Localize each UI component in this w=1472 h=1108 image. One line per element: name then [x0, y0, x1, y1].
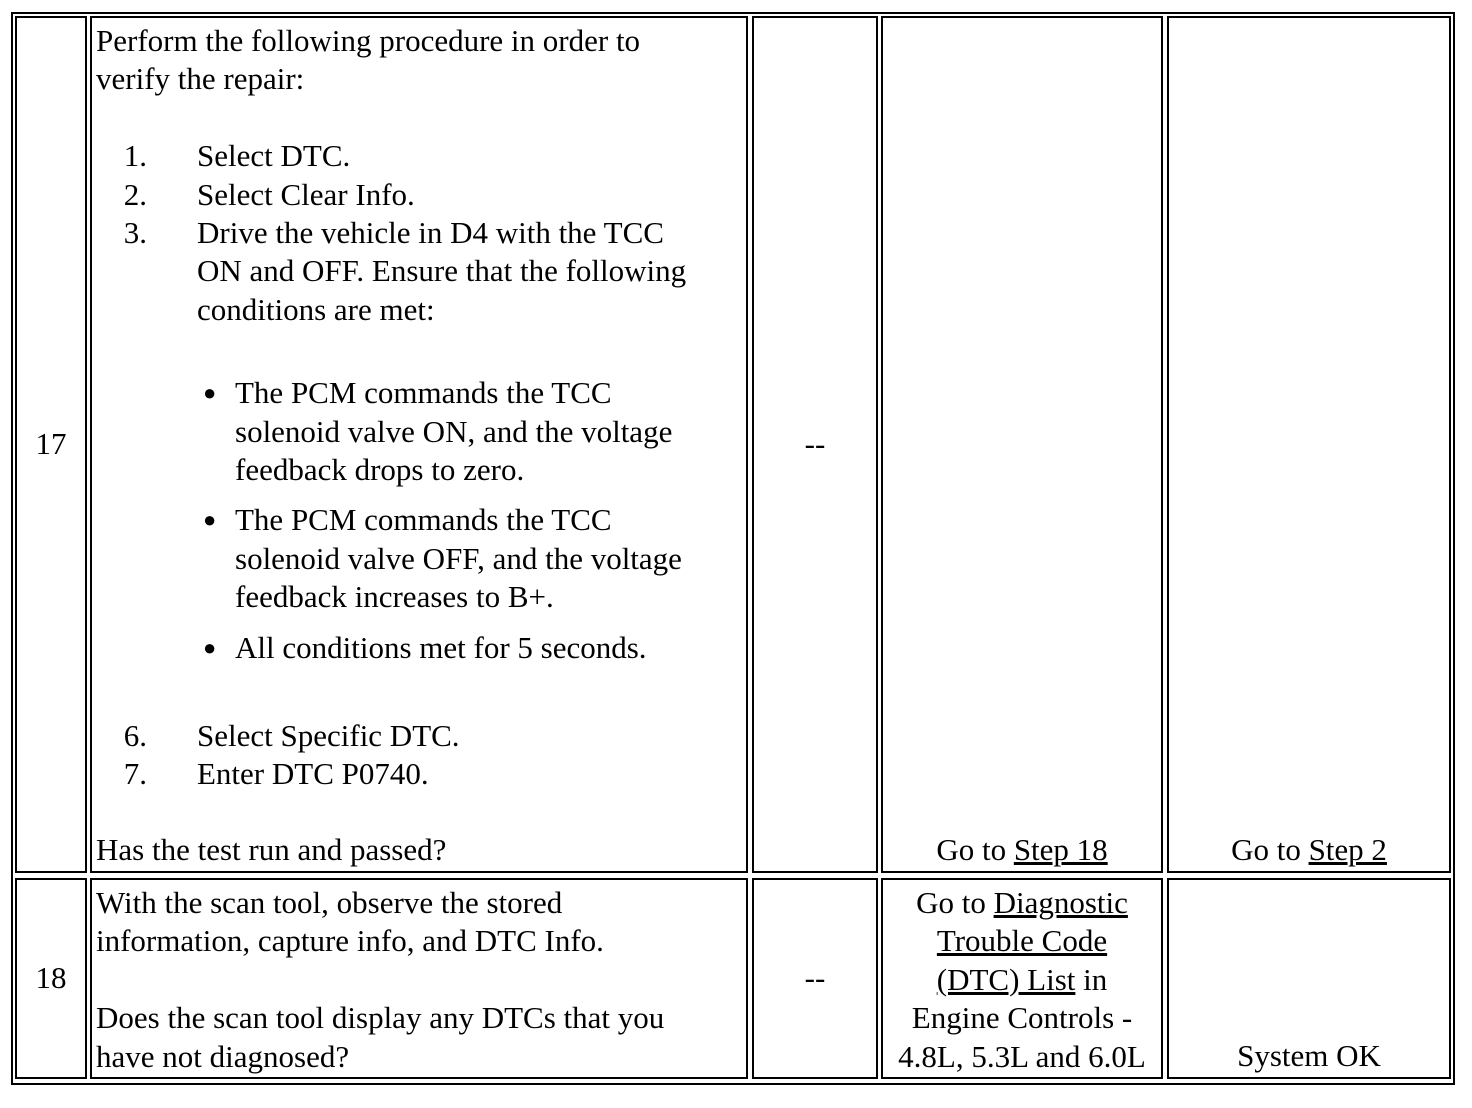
step-number: 18: [35, 960, 67, 996]
bullet-icon: ●: [203, 380, 217, 406]
system-ok-text: System OK: [1237, 1037, 1381, 1073]
yes-text: Go to Diagnostic Trouble Code (DTC) List…: [883, 884, 1161, 1076]
question-line: Does the scan tool display any DTCs that…: [96, 1000, 665, 1036]
action-cell: Perform the following procedure in order…: [90, 16, 748, 873]
engine-controls-text: Engine Controls -: [911, 1000, 1133, 1036]
value-text: --: [804, 960, 826, 996]
yes-text: Go to Step 18: [936, 831, 1107, 869]
yes-cell: Go to Step 18: [881, 16, 1163, 873]
numbered-step: 2. Select Clear Info.: [96, 176, 742, 214]
bullet-item: ● The PCM commands the TCC solenoid valv…: [96, 374, 742, 489]
bullet-text: feedback drops to zero.: [235, 452, 525, 488]
action-line: information, capture info, and DTC Info.: [96, 923, 604, 959]
bullet-icon: ●: [203, 634, 217, 660]
action-content: With the scan tool, observe the stored i…: [96, 884, 664, 1076]
question-line: have not diagnosed?: [96, 1038, 350, 1074]
numbered-step: 1. Select DTC.: [96, 137, 742, 175]
bullet-text: feedback increases to B+.: [235, 579, 554, 615]
no-text: Go to Step 2: [1231, 831, 1387, 869]
step-text: Select DTC.: [197, 138, 351, 174]
step-text: Drive the vehicle in D4 with the TCC: [197, 215, 664, 251]
bullet-text: The PCM commands the TCC: [235, 502, 612, 538]
step-text: conditions are met:: [197, 291, 435, 327]
step-index: 1.: [123, 138, 147, 174]
bullet-text: The PCM commands the TCC: [235, 375, 612, 411]
step-text: Select Specific DTC.: [197, 718, 460, 754]
dtc-list-link[interactable]: (DTC) List: [936, 961, 1076, 997]
intro-line: Perform the following procedure in order…: [96, 23, 641, 58]
intro-line: verify the repair:: [96, 61, 305, 97]
numbered-step: 6. Select Specific DTC.: [96, 717, 742, 755]
step-text: Enter DTC P0740.: [197, 756, 429, 792]
dtc-list-link[interactable]: Diagnostic: [993, 885, 1128, 920]
goto-prefix: Go to: [936, 831, 1014, 867]
action-cell: With the scan tool, observe the stored i…: [90, 878, 748, 1079]
value-text: --: [804, 426, 826, 462]
no-cell: System OK: [1167, 878, 1451, 1079]
bullet-text: solenoid valve ON, and the voltage: [235, 413, 673, 449]
step-2-link[interactable]: Step 2: [1308, 831, 1387, 867]
yes-cell: Go to Diagnostic Trouble Code (DTC) List…: [881, 878, 1163, 1079]
step-index: 2.: [123, 176, 147, 212]
dtc-list-link[interactable]: Trouble Code: [936, 923, 1108, 959]
step-index: 3.: [123, 215, 147, 251]
bullet-item: ● The PCM commands the TCC solenoid valv…: [96, 501, 742, 616]
step-index: 6.: [123, 718, 147, 754]
question-text: Has the test run and passed?: [96, 831, 447, 867]
engine-controls-text: 4.8L, 5.3L and 6.0L: [898, 1038, 1146, 1074]
action-content: Perform the following procedure in order…: [96, 22, 742, 794]
no-cell: Go to Step 2: [1167, 16, 1451, 873]
step-number-cell: 18: [15, 878, 87, 1079]
step-18-link[interactable]: Step 18: [1013, 831, 1108, 867]
link-suffix: in: [1075, 961, 1108, 997]
diagnostic-table: [11, 12, 1455, 1085]
action-line: With the scan tool, observe the stored: [96, 885, 563, 920]
step-number-cell: 17: [15, 16, 87, 873]
bullet-text: All conditions met for 5 seconds.: [235, 629, 647, 665]
numbered-step: 3. Drive the vehicle in D4 with the TCC …: [96, 214, 742, 329]
value-cell: --: [752, 16, 878, 873]
goto-prefix: Go to: [916, 885, 994, 920]
step-text: ON and OFF. Ensure that the following: [197, 253, 687, 289]
bullet-text: solenoid valve OFF, and the voltage: [235, 540, 682, 576]
step-number: 17: [35, 426, 67, 462]
bullet-item: ● All conditions met for 5 seconds.: [96, 629, 742, 667]
step-index: 7.: [123, 756, 147, 792]
goto-prefix: Go to: [1231, 831, 1309, 867]
bullet-icon: ●: [203, 507, 217, 533]
numbered-step: 7. Enter DTC P0740.: [96, 755, 742, 793]
step-text: Select Clear Info.: [197, 176, 415, 212]
value-cell: --: [752, 878, 878, 1079]
